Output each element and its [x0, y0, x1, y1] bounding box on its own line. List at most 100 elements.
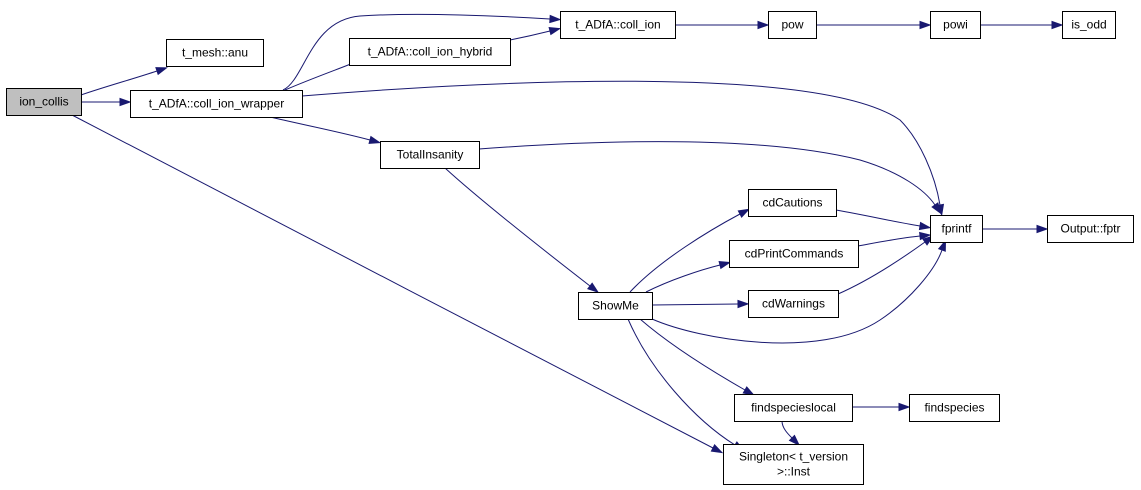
edge-coll_ion_hybrid-to-coll_ion	[509, 27, 562, 41]
arrowhead	[788, 434, 801, 447]
node-label: fprintf	[941, 222, 972, 236]
node-fprintf[interactable]: fprintf	[930, 215, 983, 243]
node-label: cdCautions	[762, 196, 822, 210]
node-box[interactable]	[734, 394, 853, 422]
node-box[interactable]	[768, 11, 817, 39]
node-box[interactable]	[930, 11, 981, 39]
node-label: t_ADfA::coll_ion_wrapper	[149, 97, 284, 111]
arrowhead	[919, 231, 932, 241]
arrowhead	[919, 20, 932, 30]
edge-line	[835, 209, 921, 227]
edge-line	[478, 141, 936, 206]
edge-line	[627, 318, 736, 446]
edge-cdPrintCommands-to-fprintf	[857, 231, 932, 247]
node-ion_collis[interactable]: ion_collis	[6, 88, 82, 116]
node-label: TotalInsanity	[397, 148, 464, 162]
edge-line	[284, 61, 357, 91]
node-label: is_odd	[1071, 18, 1106, 32]
edge-coll_ion_wrapper-to-TotalInsanity	[269, 116, 382, 144]
node-box[interactable]	[1047, 215, 1134, 243]
node-pow[interactable]: pow	[768, 11, 817, 39]
arrowhead	[549, 14, 562, 24]
node-Singleton_Inst[interactable]: Singleton< t_version>::Inst	[723, 444, 864, 485]
edge-ShowMe-to-cdPrintCommands	[645, 261, 732, 293]
node-is_odd[interactable]: is_odd	[1062, 11, 1116, 39]
node-coll_ion_hybrid[interactable]: t_ADfA::coll_ion_hybrid	[349, 38, 511, 66]
node-box[interactable]	[578, 292, 653, 320]
arrowhead	[1051, 20, 1064, 30]
node-box[interactable]	[729, 240, 859, 268]
edge-ShowMe-to-findspecieslocal	[639, 318, 755, 396]
node-box[interactable]	[1062, 11, 1116, 39]
edge-ion_collis-to-Singleton_Inst	[71, 114, 724, 454]
edge-line	[651, 249, 943, 344]
node-box[interactable]	[380, 141, 480, 169]
node-box[interactable]	[723, 444, 864, 485]
node-coll_ion_wrapper[interactable]: t_ADfA::coll_ion_wrapper	[130, 90, 303, 118]
node-ShowMe[interactable]: ShowMe	[578, 292, 653, 320]
edge-line	[837, 241, 926, 295]
edge-ShowMe-to-fprintf	[651, 239, 947, 344]
node-label: cdWarnings	[762, 297, 825, 311]
node-box[interactable]	[6, 88, 82, 116]
node-label: t_ADfA::coll_ion	[575, 18, 660, 32]
arrowhead	[931, 202, 942, 215]
node-label: t_mesh::anu	[182, 46, 248, 60]
node-Output_fptr[interactable]: Output::fptr	[1047, 215, 1134, 243]
node-cdPrintCommands[interactable]: cdPrintCommands	[729, 240, 859, 268]
node-coll_ion[interactable]: t_ADfA::coll_ion	[560, 11, 676, 39]
arrowhead	[737, 208, 751, 218]
node-box[interactable]	[560, 11, 676, 39]
edge-coll_ion_wrapper-to-coll_ion	[282, 13, 562, 91]
edge-line	[71, 114, 714, 449]
edge-line	[282, 13, 551, 91]
arrowhead	[718, 261, 732, 270]
edge-fprintf-to-Output_fptr	[982, 224, 1049, 234]
node-label: Singleton< t_version	[739, 450, 848, 464]
node-box[interactable]	[909, 394, 1000, 422]
edge-findspecieslocal-to-Singleton_Inst	[781, 420, 801, 447]
node-powi[interactable]: powi	[930, 11, 981, 39]
arrowhead	[1036, 224, 1049, 234]
arrowhead	[155, 67, 168, 76]
edge-line	[645, 264, 721, 293]
node-cdCautions[interactable]: cdCautions	[748, 189, 837, 217]
edge-line	[629, 213, 741, 293]
node-box[interactable]	[748, 290, 839, 318]
arrowhead	[710, 444, 724, 454]
nodes-layer: ion_collis t_mesh::anut_ADfA::coll_ion_wr…	[6, 11, 1134, 485]
arrowhead	[587, 282, 600, 294]
node-box[interactable]	[166, 39, 264, 67]
node-label: Output::fptr	[1060, 222, 1120, 236]
arrowhead	[918, 221, 932, 231]
node-box[interactable]	[130, 90, 303, 118]
arrowhead	[742, 386, 755, 396]
edge-TotalInsanity-to-fprintf	[478, 141, 942, 215]
edge-line	[651, 303, 739, 306]
node-findspecies[interactable]: findspecies	[909, 394, 1000, 422]
node-TotalInsanity[interactable]: TotalInsanity	[380, 141, 480, 169]
node-label: ion_collis	[19, 95, 68, 109]
edge-line	[639, 318, 746, 391]
node-box[interactable]	[930, 215, 983, 243]
node-label: t_ADfA::coll_ion_hybrid	[368, 45, 493, 59]
edges-layer	[71, 13, 1064, 454]
node-label: >::Inst	[777, 465, 811, 479]
node-box[interactable]	[748, 189, 837, 217]
edge-pow-to-powi	[816, 20, 932, 30]
node-box[interactable]	[349, 38, 511, 66]
node-label: powi	[943, 18, 968, 32]
edge-cdCautions-to-fprintf	[835, 209, 932, 231]
edge-ion_collis-to-t_mesh_anu	[80, 67, 168, 96]
node-t_mesh_anu[interactable]: t_mesh::anu	[166, 39, 264, 67]
arrowhead	[737, 299, 750, 309]
arrowhead	[548, 27, 562, 36]
node-findspecieslocal[interactable]: findspecieslocal	[734, 394, 853, 422]
edge-line	[269, 116, 371, 141]
node-label: findspecies	[924, 401, 984, 415]
edge-line	[509, 30, 551, 41]
node-cdWarnings[interactable]: cdWarnings	[748, 290, 839, 318]
edge-ion_collis-to-coll_ion_wrapper	[81, 97, 132, 107]
edge-powi-to-is_odd	[980, 20, 1064, 30]
